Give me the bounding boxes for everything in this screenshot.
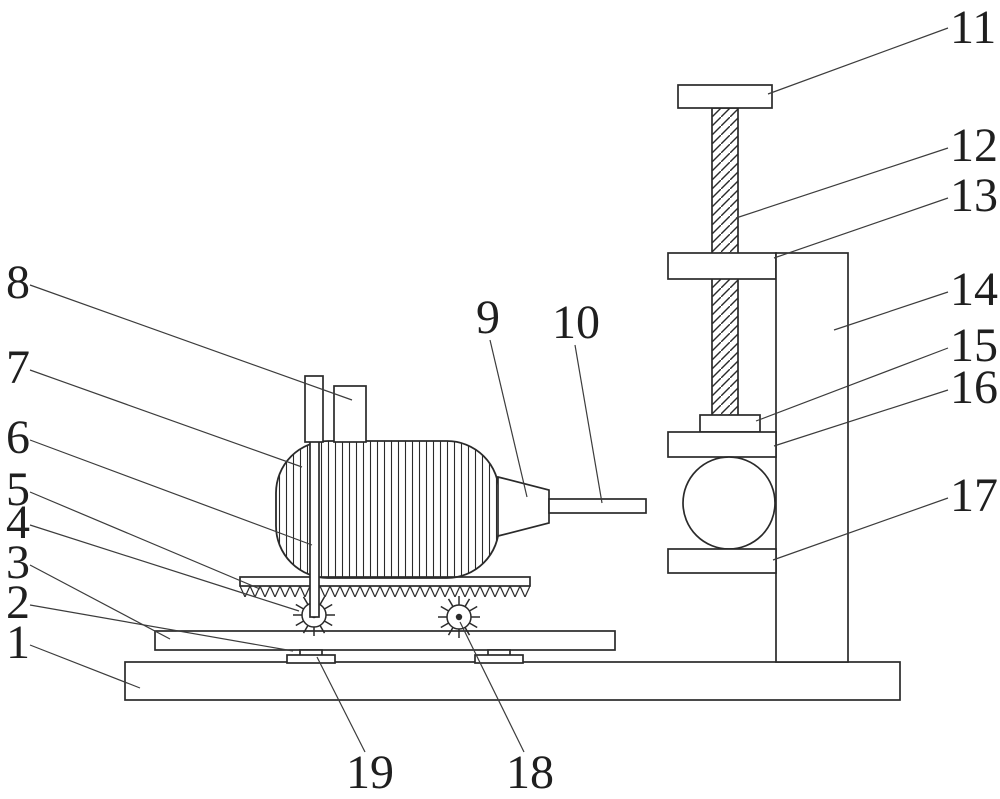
label-9: 9 [476, 291, 500, 344]
right-mount-foot [474, 649, 524, 664]
leader-to-part-6 [29, 439, 313, 546]
right-foot-flange [474, 654, 524, 664]
leader-to-part-2 [29, 604, 294, 652]
label-8: 8 [6, 256, 30, 309]
drive-rod [309, 440, 320, 618]
leader-to-part-12 [735, 147, 949, 219]
support-column [775, 252, 849, 663]
press-roller [682, 456, 776, 550]
leader-to-part-8 [29, 284, 353, 401]
screw-nut-plate [699, 414, 761, 433]
upper-support-plate [667, 252, 777, 280]
leader-to-part-7 [29, 369, 303, 468]
rod-top-section [304, 375, 324, 443]
label-6: 6 [6, 411, 30, 464]
rack-teeth [240, 586, 530, 597]
leader-to-part-16 [773, 389, 949, 447]
leader-to-part-1 [29, 644, 141, 689]
leader-to-part-13 [773, 197, 949, 259]
label-4: 4 [6, 496, 30, 549]
label-11: 11 [950, 1, 996, 54]
label-13: 13 [950, 169, 998, 222]
label-2: 2 [6, 576, 30, 629]
toothed-rack [239, 576, 531, 597]
label-3: 3 [6, 536, 30, 589]
screw-handle [677, 84, 773, 109]
lower-bracket [667, 548, 777, 574]
label-18: 18 [506, 746, 554, 799]
leader-to-part-15 [755, 347, 949, 422]
motor-top-block [333, 385, 367, 443]
label-17: 17 [950, 469, 998, 522]
leader-lines [29, 27, 949, 753]
label-19: 19 [346, 746, 394, 799]
leader-to-part-3 [29, 564, 171, 640]
label-5: 5 [6, 463, 30, 516]
left-foot-flange [286, 654, 336, 664]
left-mount-foot [286, 649, 336, 664]
leader-to-part-9 [489, 339, 528, 498]
label-14: 14 [950, 263, 998, 316]
leader-to-part-11 [767, 27, 949, 95]
part-labels: 1 2 3 4 5 6 7 8 9 10 11 12 13 14 15 16 1… [6, 1, 998, 799]
leader-to-part-19 [316, 656, 366, 753]
leader-to-part-17 [772, 497, 949, 561]
base-plate [124, 661, 901, 701]
leader-to-part-5 [29, 491, 261, 590]
leader-to-part-10 [574, 344, 603, 504]
leader-to-part-18 [459, 621, 525, 753]
label-15: 15 [950, 319, 998, 372]
motor-shaft-cone [497, 475, 550, 538]
leader-to-part-14 [833, 291, 949, 331]
label-10: 10 [552, 296, 600, 349]
label-16: 16 [950, 361, 998, 414]
output-rod [548, 498, 647, 514]
label-1: 1 [6, 616, 30, 669]
label-12: 12 [950, 119, 998, 172]
slide-platform [154, 630, 616, 651]
press-bracket [667, 431, 777, 458]
leader-to-part-4 [29, 524, 300, 612]
label-7: 7 [6, 341, 30, 394]
